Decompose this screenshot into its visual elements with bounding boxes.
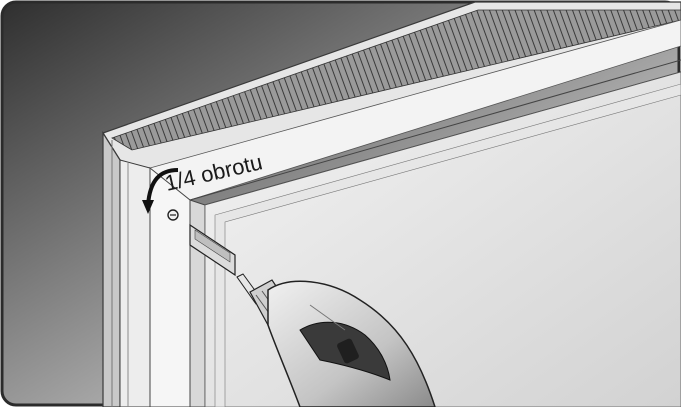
frame-left-rail-face xyxy=(119,159,151,407)
screw-head-icon xyxy=(167,209,179,221)
frame-top-groove xyxy=(111,9,681,151)
frame-inner-stile xyxy=(149,166,191,407)
frame-top-edge-line xyxy=(189,59,681,201)
glass-inner-border xyxy=(214,83,681,407)
mounting-bracket xyxy=(189,223,236,277)
drill-switch xyxy=(337,338,359,364)
drill-body-line xyxy=(309,304,346,331)
rotation-arrow-icon xyxy=(142,168,179,214)
power-drill xyxy=(236,273,436,407)
